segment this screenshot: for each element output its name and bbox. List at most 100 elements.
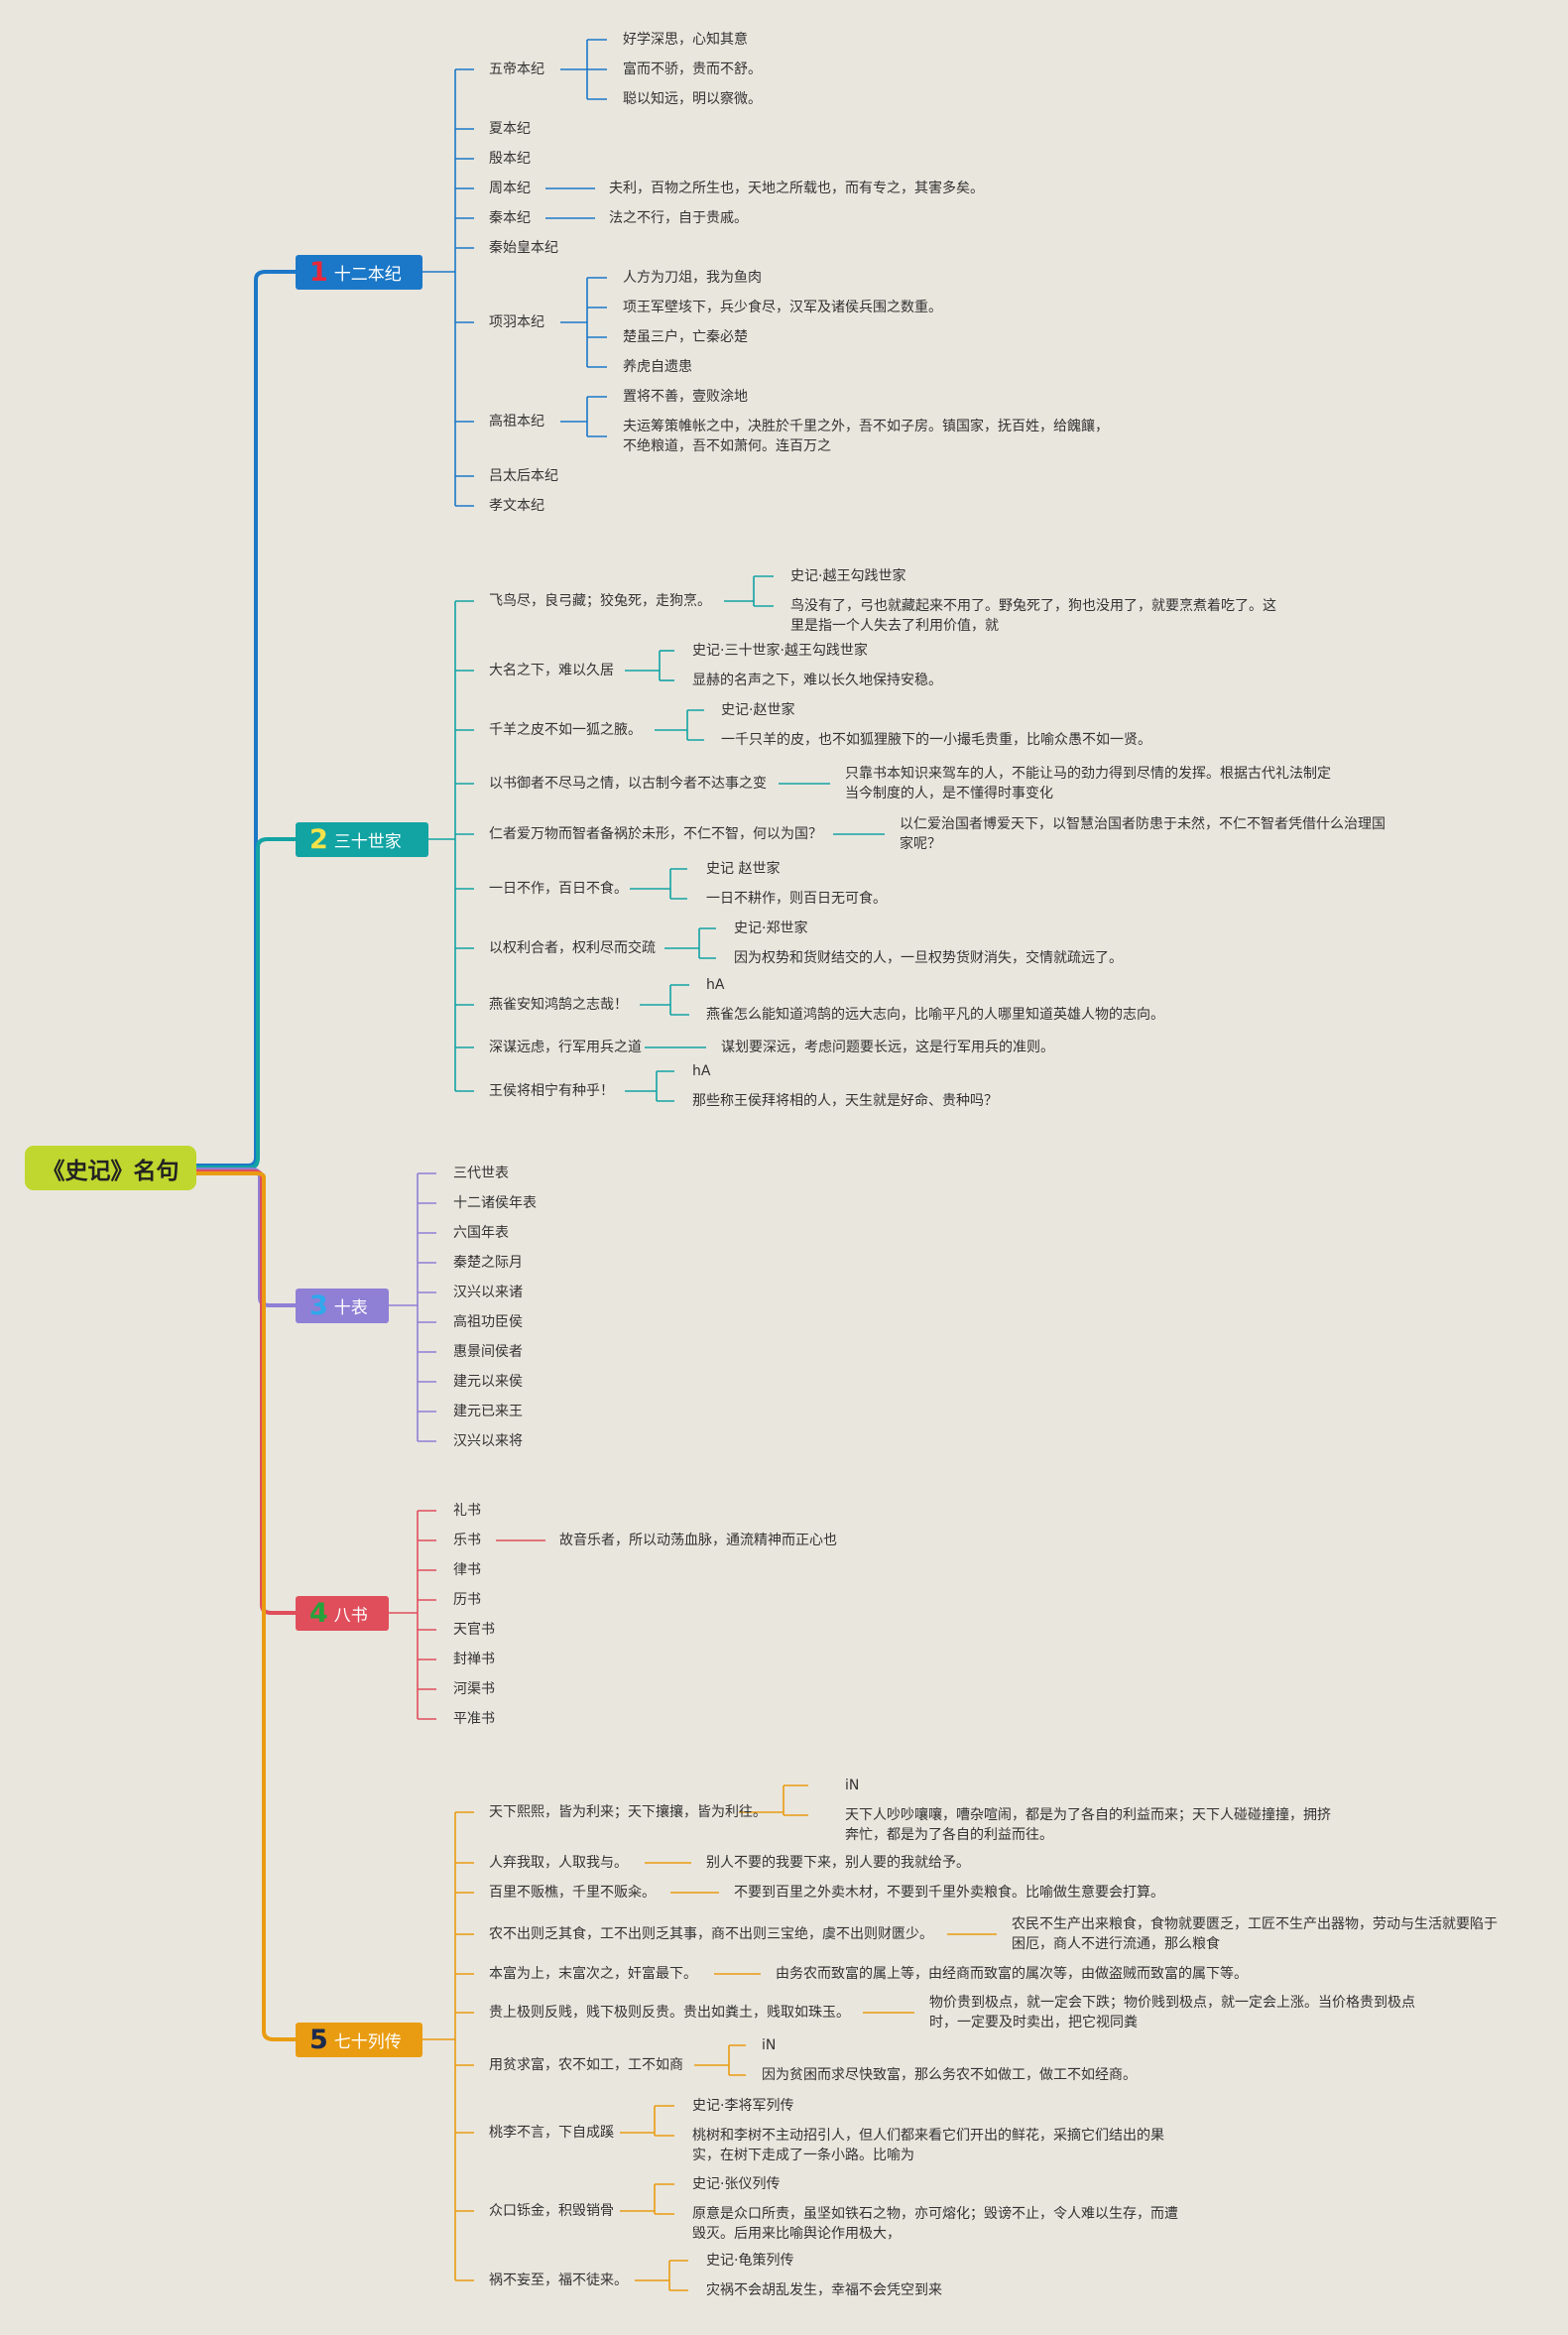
shijia-item: 燕雀安知鸿鹄之志哉！ (489, 997, 628, 1013)
liezhuan-item: 祸不妄至，福不徒来。 (489, 2273, 628, 2288)
source: 史记·三十世家·越王勾践世家 (692, 643, 868, 659)
source: hA (706, 977, 725, 993)
shijia-item: 飞鸟尽，良弓藏；狡兔死，走狗烹。 (489, 593, 711, 609)
section-number: 3 (309, 1290, 328, 1321)
explain: 原意是众口所责，虽坚如铁石之物，亦可熔化；毁谤不止，令人难以生存，而遭 (692, 2206, 1178, 2222)
source: 史记·张仪列传 (692, 2176, 781, 2192)
biao-item: 建元已来王 (453, 1404, 523, 1419)
liezhuan-item: 农不出则乏其食，工不出则乏其事，商不出则三宝绝，虞不出则财匮少。 (489, 1926, 933, 1942)
explain: 那些称王侯拜将相的人，天生就是好命、贵种吗？ (692, 1093, 998, 1109)
biao-item: 十二诸侯年表 (453, 1195, 537, 1211)
connector-line (196, 1171, 296, 2041)
explain: 因为权势和货财结交的人，一旦权势货财消失，交情就疏远了。 (734, 950, 1123, 966)
explain: 毁灭。后用来比喻舆论作用极大， (692, 2226, 901, 2242)
shijia-item: 千羊之皮不如一狐之腋。 (489, 722, 642, 738)
quote: 聪以知远，明以察微。 (623, 91, 762, 107)
explain: 桃树和李树不主动招引人，但人们都来看它们开出的鲜花，采摘它们结出的果 (692, 2128, 1164, 2144)
section-title: 十表 (333, 1298, 368, 1318)
section-title: 八书 (333, 1606, 368, 1626)
explain: 鸟没有了，弓也就藏起来不用了。野兔死了，狗也没用了，就要烹煮着吃了。这 (790, 598, 1276, 614)
shu-item: 平准书 (453, 1711, 495, 1727)
quote: 置将不善，壹败涂地 (623, 389, 748, 405)
liezhuan-item: 贵上极则反贱，贱下极则反贵。贵出如粪土，贱取如珠玉。 (489, 2005, 850, 2021)
biao-item: 汉兴以来将 (453, 1433, 523, 1449)
benji-item: 孝文本纪 (489, 498, 544, 514)
explain: 别人不要的我要下来，别人要的我就给予。 (706, 1855, 970, 1871)
section-title: 七十列传 (333, 2032, 402, 2052)
shijia-item: 深谋远虑，行军用兵之道 (489, 1040, 642, 1055)
explain: 灾祸不会胡乱发生，幸福不会凭空到来 (706, 2282, 942, 2298)
explain: 天下人吵吵嚷嚷，嘈杂喧闹，都是为了各自的利益而来；天下人碰碰撞撞，拥挤 (845, 1807, 1331, 1823)
section-title: 十二本纪 (333, 265, 402, 285)
explain: 当今制度的人，是不懂得时事变化 (845, 786, 1053, 801)
benji-item: 秦始皇本纪 (489, 240, 558, 256)
benji-item: 周本纪 (489, 181, 531, 196)
shu-item: 历书 (453, 1592, 481, 1608)
biao-item: 六国年表 (453, 1225, 509, 1241)
biao-item: 汉兴以来诸 (453, 1285, 523, 1300)
biao-item: 三代世表 (453, 1166, 509, 1181)
liezhuan-item: 众口铄金，积毁销骨 (489, 2203, 614, 2219)
benji-item: 夏本纪 (489, 121, 531, 137)
benji-item: 吕太后本纪 (489, 468, 558, 484)
liezhuan-item: 本富为上，末富次之，奸富最下。 (489, 1966, 697, 1982)
quote: 楚虽三户，亡秦必楚 (623, 329, 748, 345)
section-title: 三十世家 (333, 832, 402, 852)
source: hA (692, 1063, 711, 1079)
explain: 谋划要深远，考虑问题要长远，这是行军用兵的准则。 (721, 1040, 1054, 1055)
connector-line (196, 837, 296, 1169)
explain: 因为贫困而求尽快致富，那么务农不如做工，做工不如经商。 (762, 2067, 1137, 2083)
liezhuan-item: 天下熙熙，皆为利来；天下攘攘，皆为利往。 (489, 1804, 767, 1820)
quote: 好学深思，心知其意 (623, 32, 748, 48)
explain: 时，一定要及时卖出，把它视同粪 (929, 2015, 1138, 2030)
liezhuan-item: 人弃我取，人取我与。 (489, 1855, 628, 1871)
root-topic: 《史记》名句 (25, 1146, 196, 1190)
liezhuan-item: 桃李不言，下自成蹊 (489, 2125, 614, 2141)
quote: 不绝粮道，吾不如萧何。连百万之 (623, 438, 831, 454)
quote: 故音乐者，所以动荡血脉，通流精神而正心也 (559, 1533, 837, 1548)
explain: 物价贵到极点，就一定会下跌；物价贱到极点，就一定会上涨。当价格贵到极点 (929, 1995, 1415, 2011)
explain: 奔忙，都是为了各自的利益而往。 (845, 1827, 1053, 1843)
explain: 以仁爱治国者博爱天下，以智慧治国者防患于未然，不仁不智者凭借什么治理国 (900, 816, 1386, 832)
shu-item: 河渠书 (453, 1681, 495, 1697)
source: 史记 赵世家 (706, 861, 781, 877)
quote: 夫利，百物之所生也，天地之所载也，而有专之，其害多矣。 (609, 181, 984, 196)
shijia-item: 仁者爱万物而智者备祸於未形，不仁不智，何以为国？ (489, 826, 822, 842)
connector-line (196, 1169, 296, 1615)
explain: 不要到百里之外卖木材，不要到千里外卖粮食。比喻做生意要会打算。 (734, 1885, 1164, 1901)
explain: 农民不生产出来粮食，食物就要匮乏，工匠不生产出器物，劳动与生活就要陷于 (1012, 1916, 1498, 1932)
biao-item: 惠景间侯者 (453, 1344, 523, 1360)
biao-item: 高祖功臣侯 (453, 1314, 523, 1330)
source: iN (762, 2037, 777, 2053)
quote: 人方为刀俎，我为鱼肉 (623, 270, 762, 286)
section-number: 2 (309, 824, 328, 855)
quote: 养虎自遗患 (623, 359, 692, 375)
shijia-item: 以书御者不尽马之情，以古制今者不达事之变 (489, 776, 767, 792)
source: iN (845, 1778, 860, 1793)
section-number: 1 (309, 257, 328, 288)
benji-item: 高祖本纪 (489, 414, 544, 430)
shu-item: 礼书 (453, 1503, 481, 1519)
explain: 里是指一个人失去了利用价值，就 (790, 618, 999, 634)
section-number: 5 (309, 2025, 328, 2055)
shijia-item: 以权利合者，权利尽而交疏 (489, 940, 656, 956)
benji-item: 殷本纪 (489, 151, 531, 167)
quote: 项王军壁垓下，兵少食尽，汉军及诸侯兵围之数重。 (623, 300, 942, 315)
benji-item: 五帝本纪 (489, 61, 544, 77)
connector-line (196, 270, 296, 1168)
shijia-item: 一日不作，百日不食。 (489, 881, 628, 897)
explain: 困厄，商人不进行流通，那么粮食 (1012, 1936, 1220, 1952)
shu-item: 封禅书 (453, 1652, 495, 1667)
explain: 燕雀怎么能知道鸿鹄的远大志向，比喻平凡的人哪里知道英雄人物的志向。 (706, 1007, 1164, 1023)
source: 史记·赵世家 (721, 702, 795, 718)
explain: 由务农而致富的属上等，由经商而致富的属次等，由做盗贼而致富的属下等。 (776, 1966, 1248, 1982)
section-number: 4 (309, 1598, 328, 1629)
connector-line (196, 1168, 296, 1307)
biao-item: 秦楚之际月 (453, 1255, 523, 1271)
